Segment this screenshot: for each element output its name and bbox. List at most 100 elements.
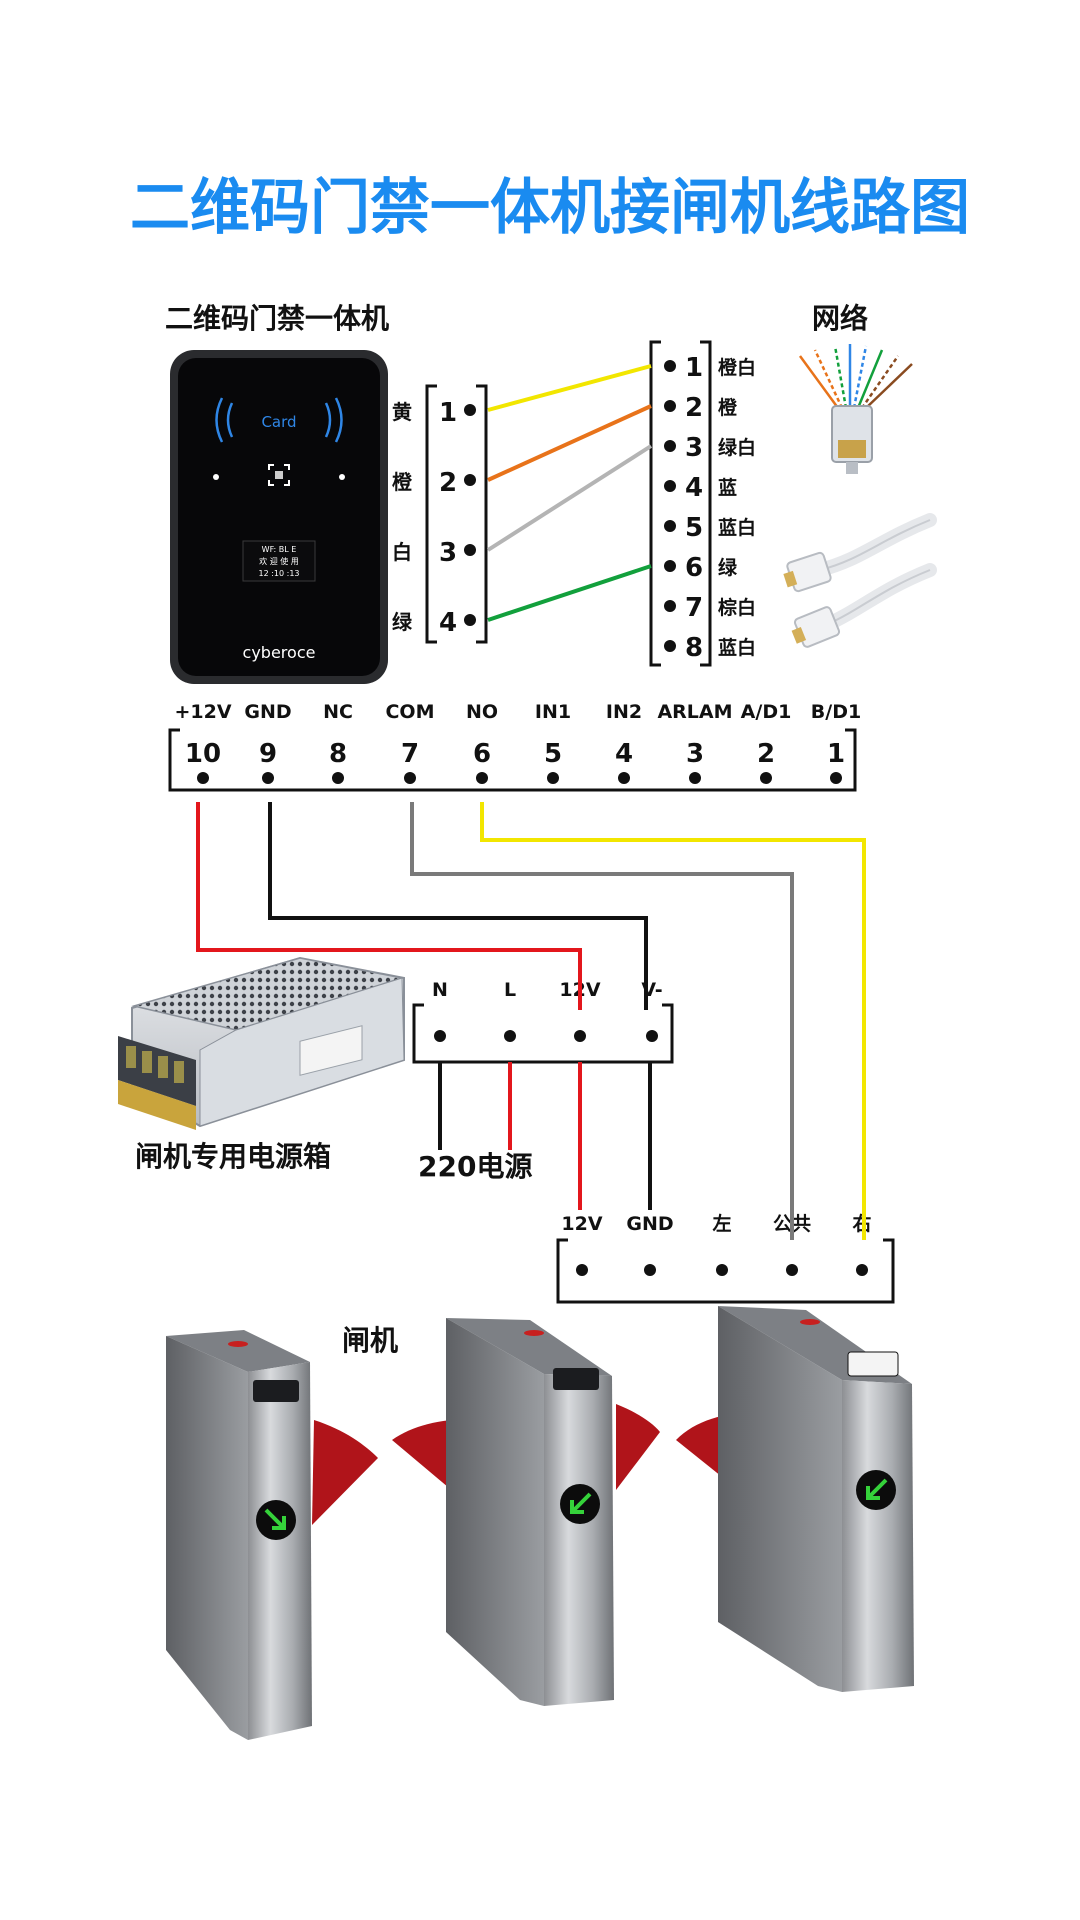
reader-pin-terminal [464,614,476,626]
network-pin-terminal [664,480,676,492]
reader-wire-color-label: 白 [392,540,412,564]
reader-pin-terminal [464,544,476,556]
screen-line-2: 欢 迎 使 用 [259,556,299,566]
main-terminal-label: GND [244,701,291,723]
reader-pin-terminal [464,404,476,416]
brand-label: cyberoce [243,643,316,662]
main-terminal-dot [830,772,842,784]
gate-terminal-label: 12V [561,1213,602,1235]
gate-caption: 闸机 [342,1324,398,1357]
main-terminal-number: 4 [615,739,633,769]
main-terminal-number: 9 [259,739,277,769]
mains-label: 220电源 [418,1150,532,1183]
main-terminal-number: 5 [544,739,562,769]
network-pin-terminal [664,560,676,572]
screen-line-3: 12 :10 :13 [258,569,299,578]
network-pin-number: 4 [685,473,703,503]
rj45-plug-icon [798,344,913,474]
main-terminal-label: NC [323,701,353,723]
lcd-screen [242,540,316,582]
reader-wire-color-label: 橙 [392,470,413,494]
screen-line-1: WF: BL E [262,545,297,554]
main-terminal-number: 2 [757,739,775,769]
power-supply-caption: 闸机专用电源箱 [135,1140,331,1173]
main-terminal-label: COM [385,701,434,723]
main-terminal-number: 3 [686,739,704,769]
main-terminal-dot [476,772,488,784]
network-pin-label: 棕白 [718,596,756,619]
main-terminal-dot [547,772,559,784]
main-terminal-label: B/D1 [811,701,861,723]
qr-reader-device: Card WF: BL E 欢 迎 使 用 12 :10 :13 cyberoc… [170,350,388,684]
network-pin-label: 绿 [718,556,738,579]
main-terminal-dot [689,772,701,784]
main-terminal-label: IN1 [535,701,571,723]
network-pin-terminal [664,400,676,412]
wire-no-to-gate-right [480,802,866,1240]
diagram-title: 二维码门禁一体机接闸机线路图 [130,173,970,243]
main-terminal-dot [618,772,630,784]
wire-gnd-to-psu [268,802,648,1010]
main-terminal-dot [332,772,344,784]
network-pin-terminal [664,600,676,612]
reader-wire-2 [487,404,652,482]
reader-wire-4 [487,564,652,622]
reader-heading: 二维码门禁一体机 [165,302,389,335]
reader-pin-terminal [464,474,476,486]
nfc-waves-icon [215,397,343,443]
power-terminal-label: N [432,979,448,1001]
turnstile-left [166,1330,378,1740]
main-terminal-number: 1 [827,739,845,769]
network-pin-number: 3 [685,433,703,463]
main-terminal-number: 6 [473,739,491,769]
gate-terminal-dot [716,1264,728,1276]
reader-pin-number: 1 [439,398,457,428]
power-terminal-label: L [504,979,516,1001]
main-terminal-number: 8 [329,739,347,769]
network-pin-number: 8 [685,633,703,663]
main-terminal-label: +12V [174,701,231,723]
turnstile-middle [392,1318,660,1706]
power-supply-box [118,956,405,1130]
power-terminal-dot [434,1030,446,1042]
reader-network-wires [486,364,653,622]
main-terminal-label: ARLAM [657,701,732,723]
main-terminal-block: +12V10GND9NC8COM7NO6IN15IN24ARLAM3A/D12B… [168,701,861,792]
network-pin-label: 橙 [718,396,738,419]
gate-terminal-label: GND [626,1213,673,1235]
network-pin-label: 蓝白 [718,516,756,539]
network-pin-terminal [664,440,676,452]
power-terminal-dot [574,1030,586,1042]
main-terminal-dot [404,772,416,784]
main-terminal-dot [262,772,274,784]
network-pin-terminal [664,640,676,652]
reader-wire-color-label: 绿 [392,610,413,634]
network-pin-terminal [664,520,676,532]
network-pin-label: 蓝 [718,476,737,499]
gate-terminal-label: 右 [851,1212,871,1235]
card-text: Card [261,413,296,431]
power-terminal-dot [504,1030,516,1042]
main-terminal-label: A/D1 [741,701,792,723]
reader-wire-3 [486,444,653,552]
power-terminal-dot [646,1030,658,1042]
indicator-led-left [213,474,219,480]
network-pin-number: 1 [685,353,703,383]
reader-wire-color-label: 黄 [392,400,412,424]
main-terminal-dot [760,772,772,784]
turnstile-right [676,1306,914,1692]
gate-terminal-dot [856,1264,868,1276]
reader-pin-number: 2 [439,468,457,498]
network-pin-number: 2 [685,393,703,423]
ethernet-cable-icon [783,513,937,648]
gate-terminal-dot [644,1264,656,1276]
reader-wire-1 [487,364,652,412]
network-pin-label: 橙白 [718,356,756,379]
network-pin-label: 蓝白 [718,636,756,659]
gate-terminal-label: 左 [712,1212,731,1235]
reader-pin-number: 3 [439,538,457,568]
